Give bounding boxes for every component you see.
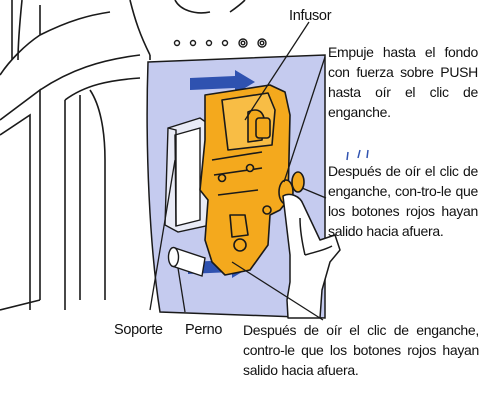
machine-body	[0, 0, 246, 311]
brewing-unit	[199, 84, 305, 276]
leader-lines	[149, 21, 327, 321]
hand	[282, 193, 341, 319]
click-marks	[346, 149, 369, 161]
instruction-check-bottom: Después de oír el clic de enganche, cont…	[243, 322, 479, 378]
upper-arrow-icon	[190, 70, 255, 94]
infusor-label: Infusor	[289, 8, 332, 24]
instruction-push: Empuje hasta el fondo con fuerza sobre P…	[328, 44, 478, 120]
pin-part	[167, 246, 206, 277]
perno-label: Perno	[185, 322, 223, 338]
control-dots	[173, 38, 267, 48]
soporte-label: Soporte	[114, 322, 163, 338]
support-part	[164, 117, 211, 233]
instruction-check-right: Después de oír el clic de enganche, con-…	[328, 163, 478, 239]
